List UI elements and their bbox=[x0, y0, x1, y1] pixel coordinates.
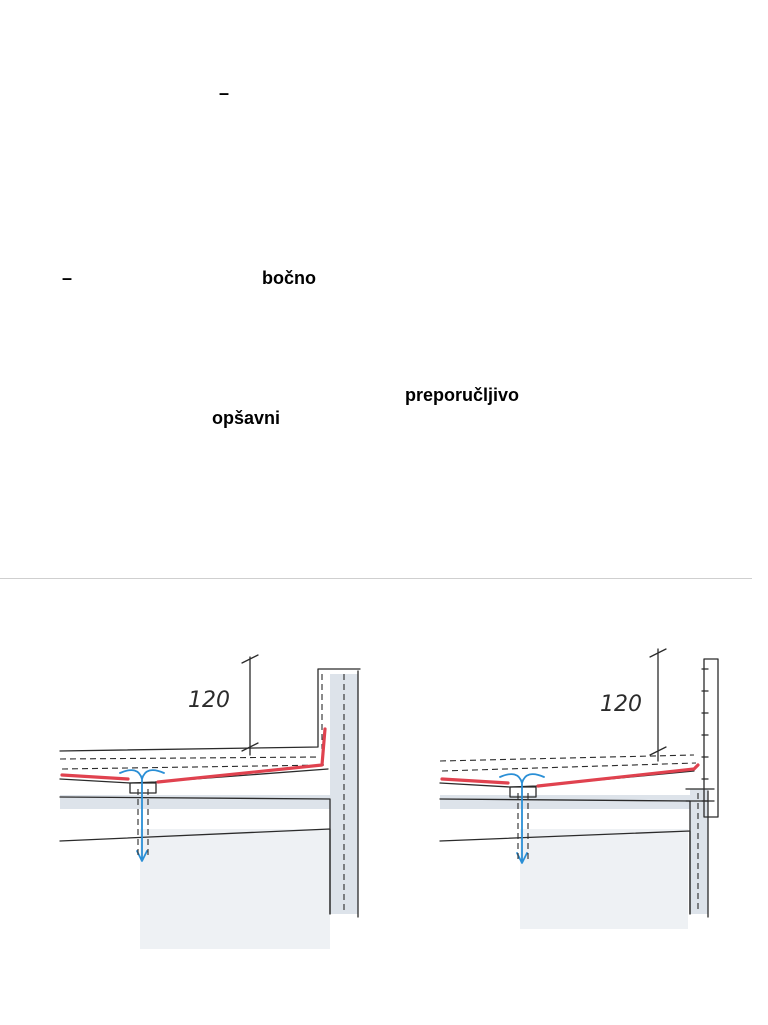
right-drain-pipe bbox=[517, 793, 529, 861]
right-slab-bottom bbox=[439, 830, 691, 915]
left-drain-pipe bbox=[137, 789, 149, 859]
word-bocno: bočno bbox=[262, 268, 316, 288]
left-dash-line-1 bbox=[59, 756, 321, 760]
left-dash-line-2 bbox=[61, 764, 325, 770]
left-dimension-label: 120 bbox=[188, 688, 230, 713]
right-water-flow-arrow bbox=[499, 773, 545, 864]
left-slab-bottom bbox=[59, 828, 331, 915]
right-cladding-panel bbox=[703, 658, 719, 818]
right-wall-shade bbox=[690, 789, 708, 914]
dash-mark: – bbox=[219, 83, 230, 103]
word-preporucljivo: preporučljivo bbox=[405, 385, 520, 405]
right-slab-shade bbox=[440, 795, 690, 809]
right-interior-shade bbox=[520, 829, 688, 929]
right-dimension-line bbox=[649, 648, 667, 762]
right-dash-line-2 bbox=[441, 762, 697, 772]
left-interior-shade bbox=[140, 829, 330, 949]
right-flashing bbox=[685, 788, 715, 802]
left-sketch: 120 bbox=[59, 654, 361, 949]
word-opsavni: opšavni bbox=[212, 408, 281, 428]
right-dash-line-1 bbox=[439, 754, 695, 762]
left-membrane-line bbox=[60, 727, 327, 784]
right-cladding-fixings bbox=[701, 668, 709, 802]
dash-mark: – bbox=[62, 268, 73, 288]
right-dimension-label: 120 bbox=[600, 692, 642, 717]
left-water-flow-arrow bbox=[119, 769, 165, 862]
sketch-canvas: 120 120 bbox=[59, 648, 719, 949]
right-membrane-line bbox=[440, 763, 700, 788]
right-sketch: 120 bbox=[439, 648, 719, 929]
left-dimension-line bbox=[241, 654, 259, 756]
right-drain-body bbox=[509, 786, 537, 798]
left-drain-body bbox=[129, 782, 157, 794]
left-top-line bbox=[59, 668, 361, 752]
roof-detail-sketches: 120 120 bbox=[0, 578, 752, 1025]
